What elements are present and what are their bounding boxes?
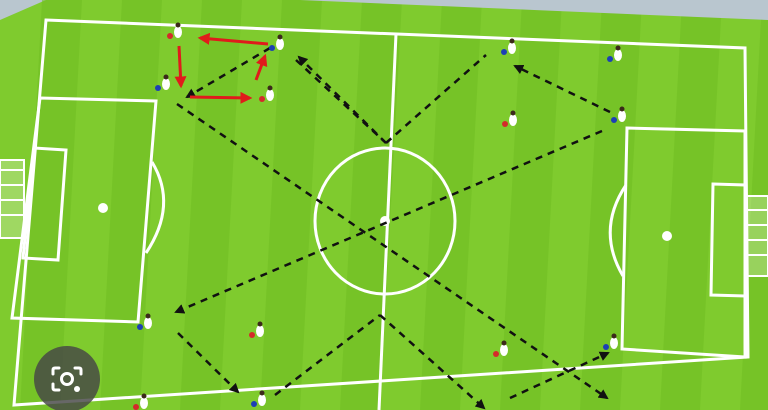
run-arrow xyxy=(197,32,269,46)
grass-stripe xyxy=(420,0,482,410)
player xyxy=(607,45,622,62)
pass-arrow xyxy=(509,351,610,400)
grass-stripe xyxy=(580,0,642,410)
sky-corner xyxy=(300,0,768,20)
player xyxy=(137,313,152,330)
player xyxy=(501,38,516,55)
grass-stripe xyxy=(660,0,722,410)
lens-search-button[interactable] xyxy=(34,346,100,410)
player xyxy=(502,110,517,127)
player xyxy=(133,393,148,410)
grass-stripe xyxy=(340,0,402,410)
player xyxy=(167,22,182,39)
right-penalty-arc xyxy=(608,184,628,277)
player xyxy=(269,34,284,51)
camera-search-icon xyxy=(51,366,83,392)
pass-arrow xyxy=(176,102,609,400)
player xyxy=(155,74,170,91)
right-penalty-spot xyxy=(662,231,672,241)
grass-stripe xyxy=(100,0,162,410)
run-arrow xyxy=(174,45,187,89)
center-circle xyxy=(313,146,457,296)
left-penalty-spot xyxy=(98,203,108,213)
player xyxy=(251,390,266,407)
pass-arrow xyxy=(385,54,487,144)
right-goal xyxy=(744,195,768,277)
pass-arrow xyxy=(379,314,486,410)
pass-arrow xyxy=(513,64,611,114)
grass-stripe xyxy=(260,0,322,410)
grass-stripe xyxy=(500,0,562,410)
passing-lanes xyxy=(174,46,611,410)
players xyxy=(133,22,626,410)
run-arrows xyxy=(174,32,269,104)
player xyxy=(249,321,264,338)
grass-stripe xyxy=(180,0,242,410)
right-goal-box xyxy=(709,182,747,298)
player xyxy=(603,333,618,350)
player xyxy=(611,106,626,123)
left-penalty-box xyxy=(10,96,158,324)
left-goal xyxy=(0,159,25,239)
player xyxy=(259,85,274,102)
player xyxy=(493,340,508,357)
grass-stripe xyxy=(20,0,82,410)
run-arrow xyxy=(189,91,253,104)
pass-arrow xyxy=(274,314,381,396)
left-goal-box xyxy=(21,146,68,262)
left-penalty-arc xyxy=(144,161,166,254)
run-arrow xyxy=(254,53,268,81)
pass-arrow xyxy=(177,332,240,394)
